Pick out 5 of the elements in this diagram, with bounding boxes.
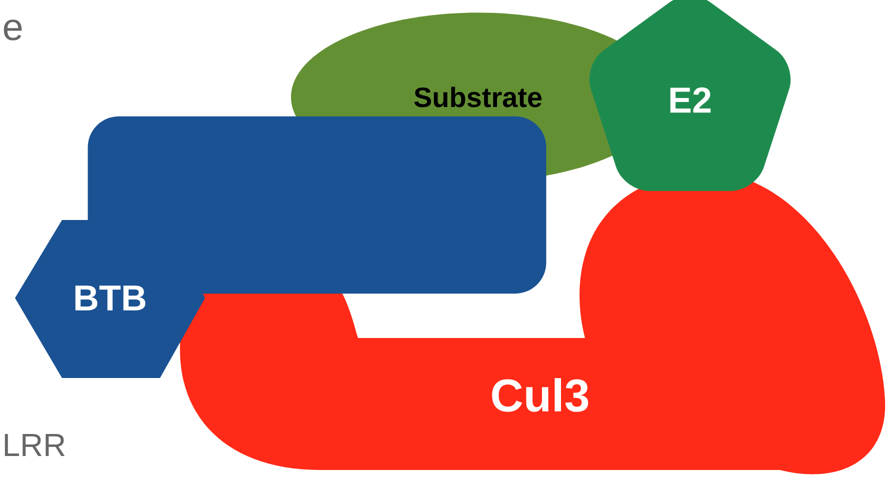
label-text: e <box>4 20 22 40</box>
domain-hexagon: BTB <box>15 220 205 378</box>
label-text: LRR <box>4 434 65 456</box>
enzyme-pentagon: E2 <box>589 0 791 191</box>
node-label: BTB <box>75 286 146 310</box>
